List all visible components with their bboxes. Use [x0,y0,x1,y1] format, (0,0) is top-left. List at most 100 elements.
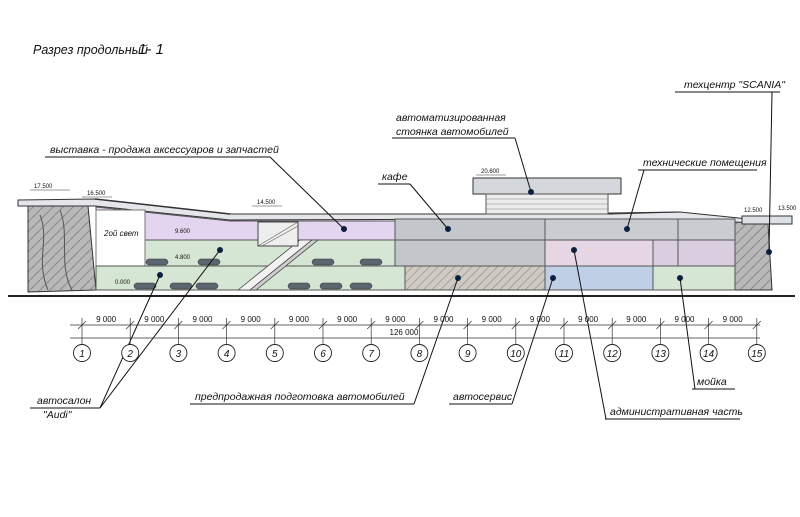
axis-bubble [73,344,91,362]
label-service: автосервис [453,391,513,403]
axis-label: 13 [655,349,667,360]
axis-bubble [217,344,236,362]
span-label: 9 000 [96,315,117,324]
span-label: 9 000 [385,315,406,324]
axis-bubble [314,344,332,362]
label-auto-parking-1: автоматизированная [396,112,506,124]
parking-tower-roof [472,177,622,195]
label-scania: техцентр "SCANIA" [684,79,786,91]
span-label: 9 000 [723,315,744,324]
dimension-slash [270,320,280,330]
dimension-slash [511,320,521,330]
axis-label: 7 [368,349,374,360]
axis-label: 15 [751,349,763,360]
zone-tech-upper [544,218,736,241]
svg-text:12.500: 12.500 [744,208,763,214]
dimension-slash [656,320,665,330]
axis-bubble [362,344,381,362]
axis-bubble [651,344,670,362]
elevation-marks: 17.500 16.500 14.500 20.600 12.500 13.50… [30,169,797,286]
zone-presale [404,265,546,291]
dimension-slash [415,320,424,330]
dimension-slash [318,320,328,330]
label-showroom-2: "Audi" [43,409,73,421]
axis-bubble [458,344,477,362]
axis-bubble [121,344,140,362]
span-label: 9 000 [241,315,262,324]
axis-bubble [506,344,525,362]
axis-bubble [699,344,718,362]
dimension-slash [174,320,183,330]
label-admin: административная часть [610,406,743,418]
label-tech-rooms: технические помещения [643,157,767,169]
dimension-slash [463,320,472,330]
total-length: 126 000 [390,328,419,337]
dimension-chain [70,318,762,344]
axis-bubble [555,344,573,362]
span-label: 9 000 [578,315,599,324]
left-end-wall [27,205,97,293]
axis-label: 2 [126,349,133,360]
dimension-slash [77,320,87,330]
axis-bubble [747,344,766,362]
axis-label: 12 [607,349,619,360]
label-wash: мойка [697,376,727,388]
zone-2nd-light [95,209,146,267]
span-label: 9 000 [626,315,647,324]
dimension-slash [704,320,713,330]
span-label: 9 000 [192,315,213,324]
axis-label: 5 [272,349,278,360]
axis-label: 11 [559,349,569,360]
label-presale: предпродажная подготовка автомобилей [195,391,405,403]
label-cafe: кафе [382,171,408,183]
span-labels: 9 000 9 000 9 000 9 000 9 000 9 000 9 000 9 000… [96,315,743,324]
dimension-slash [366,320,376,330]
dimension-slash [559,320,569,330]
axis-label: 4 [224,349,230,360]
span-label: 9 000 [482,315,503,324]
span-label: 9 000 [530,315,551,324]
svg-text:4.800: 4.800 [175,255,191,261]
svg-text:16.500: 16.500 [87,191,106,197]
span-label: 9 000 [337,315,358,324]
cars [133,258,383,290]
zone-admin [544,239,654,267]
zone-parking-mid [394,239,546,267]
svg-text:13.500: 13.500 [778,206,797,212]
span-label: 9 000 [289,315,310,324]
zone-wash [652,265,736,291]
svg-text:14.500: 14.500 [257,200,276,206]
label-exhibition: выставка - продажа аксессуаров и запчаст… [50,144,279,156]
zone-service [544,265,654,291]
axis-label: 10 [510,349,522,360]
ramp [236,239,320,291]
axis-bubble [410,344,429,362]
span-label: 9 000 [674,315,695,324]
svg-text:20.600: 20.600 [481,169,500,175]
label-showroom-1: автосалон [37,395,91,407]
axis-label: 3 [176,349,182,360]
axis-label: 8 [417,349,423,360]
axis-label: 6 [320,349,326,360]
axis-bubble [603,344,622,362]
dimension-slash [222,320,231,330]
dimension-slash [125,320,135,330]
svg-text:9.600: 9.600 [175,229,191,235]
axis-label: 9 [465,349,471,360]
svg-text:0.000: 0.000 [115,280,131,286]
drawing-title-number: 1- 1 [138,41,164,58]
zone-tech-mid [652,239,736,267]
label-second-light: 2ой свет [103,229,139,238]
right-end-wall [734,221,773,291]
span-label: 9 000 [144,315,165,324]
scania-canopy [741,215,793,225]
axis-label: 14 [703,349,715,360]
zone-cafe [394,218,546,241]
axis-label: 1 [79,349,85,360]
span-label: 9 000 [433,315,454,324]
axis-bubble [169,344,188,362]
svg-text:17.500: 17.500 [34,184,53,190]
dimension-slash [607,320,617,330]
